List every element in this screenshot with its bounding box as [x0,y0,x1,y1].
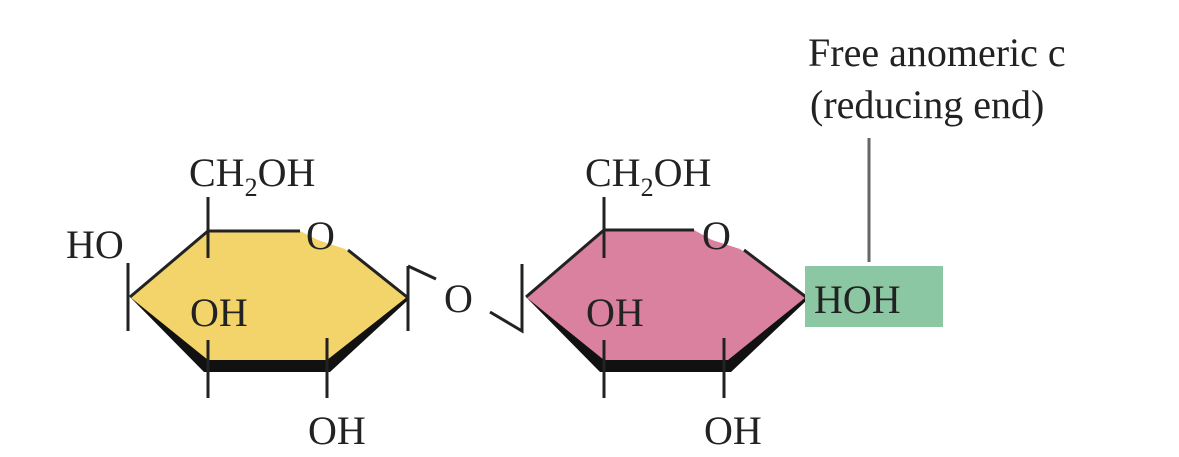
glycosidic-oxygen: O [444,276,473,321]
right-c3-oh: OH [586,290,644,335]
reducing-end-highlight [805,266,943,327]
left-c2-oh: OH [308,408,366,453]
annotation-line1: Free anomeric c [808,30,1066,75]
left-ring-oxygen: O [306,213,335,258]
right-ring-oxygen: O [702,213,731,258]
right-ring-upper-right-edge [743,248,807,299]
left-ch2oh-label: CH2OH [189,150,315,202]
right-ring-fill [526,230,806,367]
glycosidic-bond-left [407,264,437,281]
left-ring-fill [130,231,407,367]
left-ring-upper-right-edge [347,248,408,299]
left-c4-ho: HO [66,222,124,267]
right-c2-oh: OH [704,408,762,453]
right-glucose-ring: CH2OH O OH OH HOH [525,150,943,453]
left-glucose-ring: CH2OH O HO OH OH [66,150,410,453]
left-ring-thick-front-edge [130,297,407,372]
glycosidic-bond-right [489,264,524,334]
right-ch2oh-label: CH2OH [585,150,711,202]
annotation-line2: (reducing end) [810,82,1044,127]
left-c3-oh: OH [190,290,248,335]
anomeric-hoh: HOH [814,277,901,322]
